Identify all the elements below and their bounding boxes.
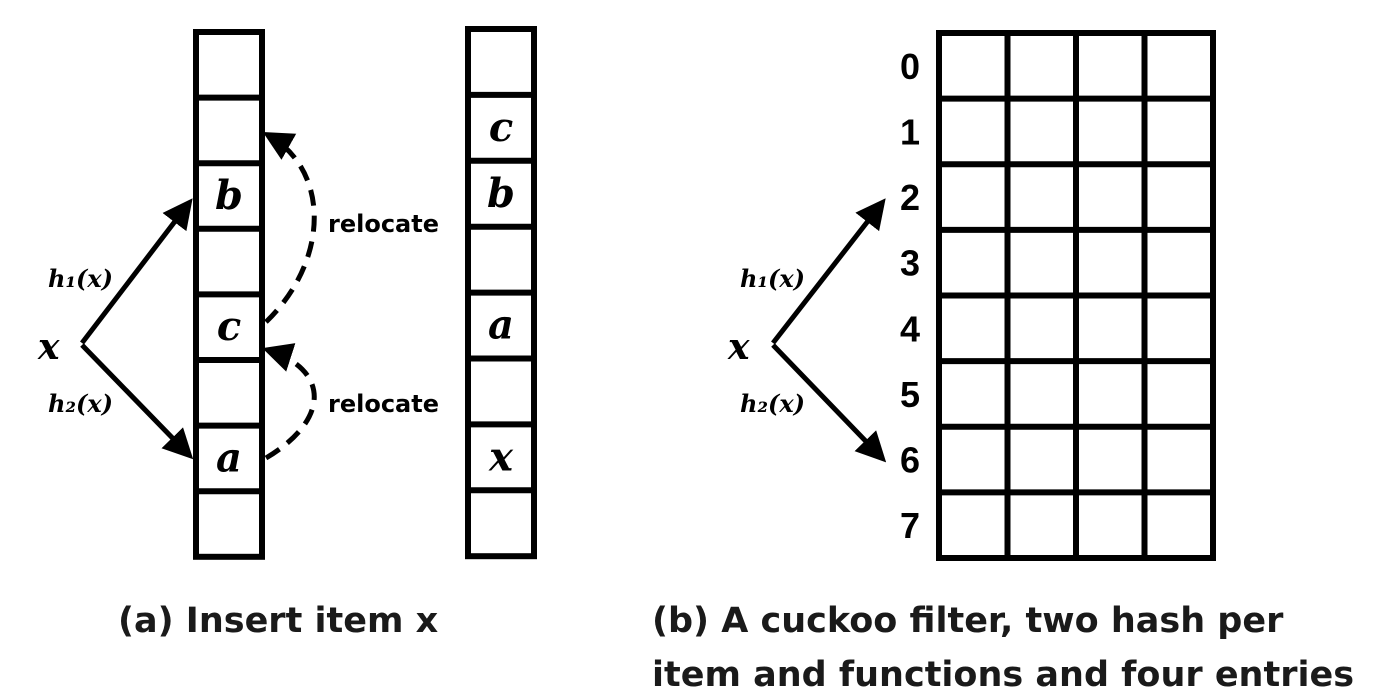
relocate-label-1: relocate [328,210,439,238]
bucket-index: 5 [900,374,920,415]
caption-a: (a) Insert item x [118,601,439,641]
h1-arrow [80,198,193,345]
caption-b-line-2: item and functions and four entries [652,655,1354,694]
bucket-index: 2 [900,177,920,218]
bucket-index: 1 [900,111,920,152]
slot-item: b [487,170,515,217]
slot-item: b [215,172,243,219]
h2-label-b: h₂(x) [740,389,805,418]
slot-item: c [489,104,513,151]
slot-item: c [217,303,241,350]
bucket-index-column: 0 1 2 3 4 5 6 7 [900,46,920,546]
cuckoo-filter-table [936,30,1216,561]
hash-table-before: b c a [193,29,265,560]
h2-arrow-b [771,343,887,463]
item-x-label-b: x [727,326,750,368]
h2-label: h₂(x) [48,389,113,418]
bucket-index: 3 [900,243,920,284]
h2-arrow [80,343,194,460]
h1-label-b: h₁(x) [740,264,805,293]
h1-arrow-b [771,198,886,345]
caption-b-line-1: (b) A cuckoo filter, two hash per [652,601,1284,641]
slot-item: a [216,434,242,481]
slot-item: a [488,302,514,349]
bucket-index: 6 [900,440,920,481]
relocate-label-2: relocate [328,390,439,418]
bucket-index: 7 [900,505,920,546]
h1-label: h₁(x) [48,264,113,293]
bucket-index: 4 [900,308,920,349]
hash-table-after: cb a x [465,26,537,560]
panel-b: 0 1 2 3 4 5 6 7 x h₁(x) h₂(x) (b) A cuckoo filt… [652,30,1354,694]
relocate-arrow-a-to-c [262,343,317,461]
slot-item: x [488,433,514,480]
bucket-index: 0 [900,46,920,87]
item-x-label: x [37,326,60,368]
relocate-arrow-c-to-top [262,132,317,324]
